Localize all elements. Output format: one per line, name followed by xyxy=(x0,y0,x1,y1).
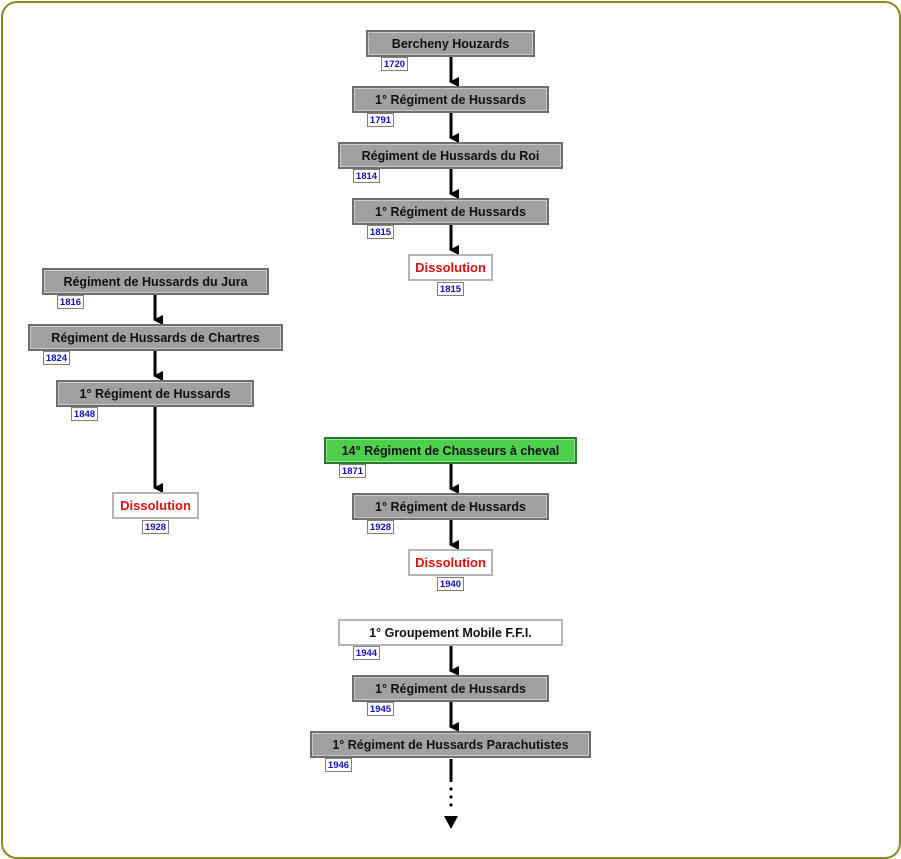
ellipsis-dots xyxy=(449,787,453,807)
year-label-1928a: 1928 xyxy=(142,520,169,534)
final-arrowhead xyxy=(444,816,458,829)
year-label-1945: 1945 xyxy=(367,702,394,716)
node-1-regiment-hussards-1791: 1° Régiment de Hussards xyxy=(352,86,549,113)
node-1-regiment-hussards-parachutistes: 1° Régiment de Hussards Parachutistes xyxy=(310,731,591,758)
node-dissolution-1815: Dissolution xyxy=(408,254,493,281)
year-label-1928b: 1928 xyxy=(367,520,394,534)
node-regiment-hussards-du-jura: Régiment de Hussards du Jura xyxy=(42,268,269,295)
node-1-groupement-mobile-ffi: 1° Groupement Mobile F.F.I. xyxy=(338,619,563,646)
node-1-regiment-hussards-1848: 1° Régiment de Hussards xyxy=(56,380,254,407)
node-regiment-hussards-de-chartres: Régiment de Hussards de Chartres xyxy=(28,324,283,351)
year-label-1720: 1720 xyxy=(381,57,408,71)
year-label-1791: 1791 xyxy=(367,113,394,127)
node-1-regiment-hussards-1815: 1° Régiment de Hussards xyxy=(352,198,549,225)
node-14-regiment-chasseurs-a-cheval: 14° Régiment de Chasseurs à cheval xyxy=(324,437,577,464)
year-label-1940: 1940 xyxy=(437,577,464,591)
node-1-regiment-hussards-1945: 1° Régiment de Hussards xyxy=(352,675,549,702)
year-label-1824: 1824 xyxy=(43,351,70,365)
node-bercheny-houzards: Bercheny Houzards xyxy=(366,30,535,57)
year-label-1871: 1871 xyxy=(339,464,366,478)
node-1-regiment-hussards-1928: 1° Régiment de Hussards xyxy=(352,493,549,520)
node-dissolution-1928: Dissolution xyxy=(112,492,199,519)
year-label-1815b: 1815 xyxy=(437,282,464,296)
node-regiment-hussards-du-roi: Régiment de Hussards du Roi xyxy=(338,142,563,169)
node-dissolution-1940: Dissolution xyxy=(408,549,493,576)
year-label-1814: 1814 xyxy=(353,169,380,183)
year-label-1848: 1848 xyxy=(71,407,98,421)
year-label-1944: 1944 xyxy=(353,646,380,660)
year-label-1815a: 1815 xyxy=(367,225,394,239)
year-label-1946: 1946 xyxy=(325,758,352,772)
year-label-1816: 1816 xyxy=(57,295,84,309)
